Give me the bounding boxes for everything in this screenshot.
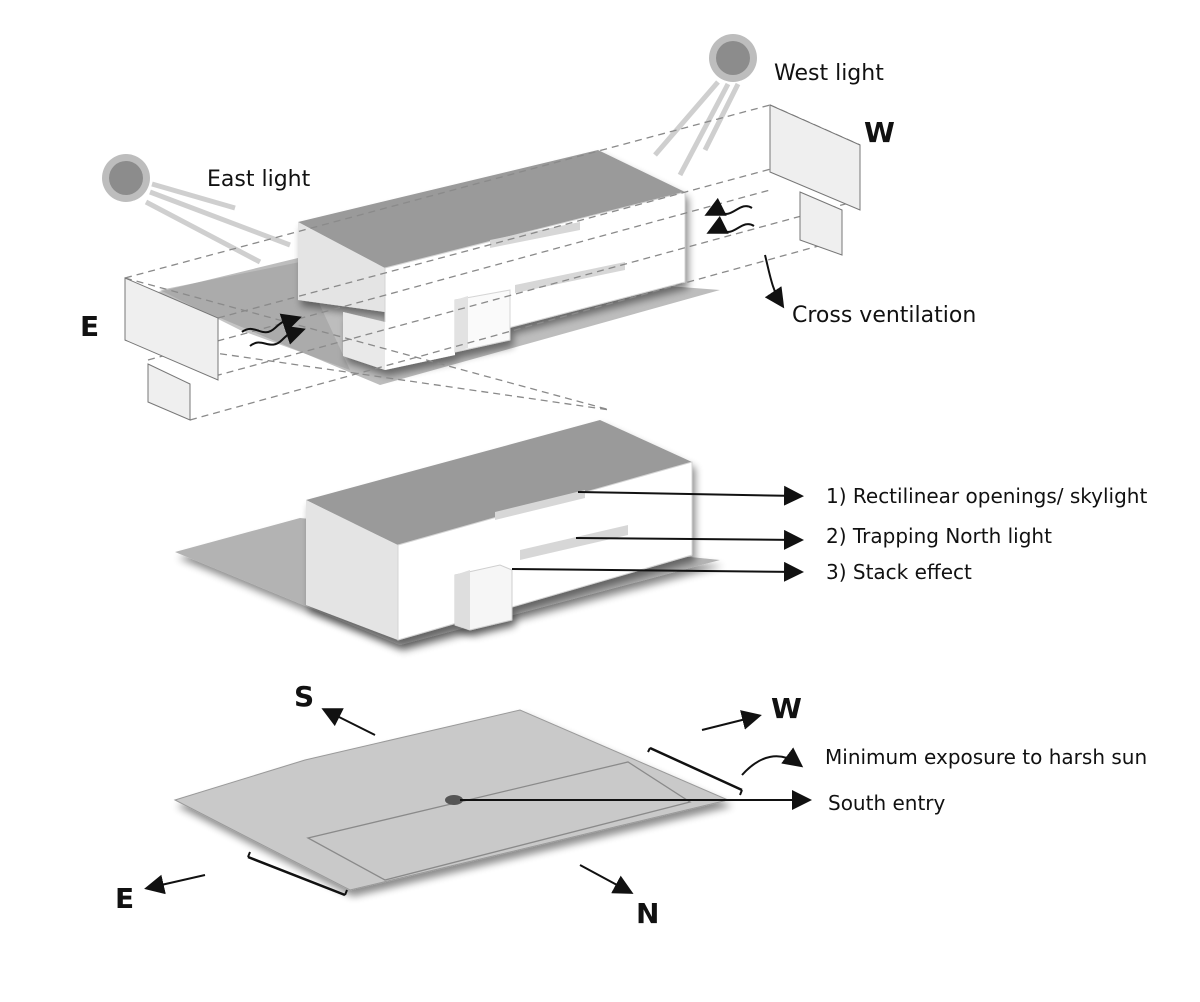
annotation-arrow-2 bbox=[575, 529, 804, 550]
west-label: W bbox=[771, 692, 802, 725]
annotation-1-label: 1) Rectilinear openings/ skylight bbox=[826, 484, 1147, 508]
cross-ventilation-label: Cross ventilation bbox=[792, 303, 976, 328]
south-entry-label: South entry bbox=[828, 791, 946, 815]
south-arrow-icon bbox=[321, 708, 376, 736]
annotation-arrow-3 bbox=[511, 561, 804, 582]
site-plan-view: S W E N Minimum exposure to harsh sun So… bbox=[115, 680, 1147, 930]
east-light-label: East light bbox=[207, 167, 311, 192]
annotation-3-label: 3) Stack effect bbox=[826, 560, 972, 584]
east-label: E bbox=[115, 882, 134, 915]
top-exploded-view: East light West light Cross ventilation … bbox=[80, 34, 976, 421]
middle-building-block bbox=[306, 420, 693, 641]
airflow-icon bbox=[241, 197, 755, 347]
east-wall-panels bbox=[124, 277, 219, 421]
west-arrow-icon bbox=[701, 710, 762, 731]
west-sun-icon bbox=[653, 34, 757, 177]
entry-point-icon bbox=[445, 795, 463, 805]
minimum-exposure-label: Minimum exposure to harsh sun bbox=[825, 745, 1147, 769]
north-label: N bbox=[636, 897, 659, 930]
cross-ventilation-arrow bbox=[764, 254, 785, 309]
annotation-2-label: 2) Trapping North light bbox=[826, 524, 1052, 548]
annotation-arrow-1 bbox=[577, 485, 804, 506]
west-light-label: West light bbox=[774, 61, 884, 86]
top-east-label: E bbox=[80, 310, 99, 343]
north-arrow-icon bbox=[579, 864, 634, 894]
east-arrow-icon bbox=[144, 874, 206, 895]
top-west-label: W bbox=[864, 116, 895, 149]
west-wall-panels bbox=[769, 104, 861, 256]
south-label: S bbox=[294, 680, 314, 713]
exposure-arrow bbox=[741, 747, 804, 776]
building-footprint bbox=[306, 761, 692, 881]
top-building-block bbox=[298, 150, 686, 370]
east-sun-icon bbox=[102, 154, 291, 265]
middle-building-view: 1) Rectilinear openings/ skylight 2) Tra… bbox=[175, 420, 1147, 645]
